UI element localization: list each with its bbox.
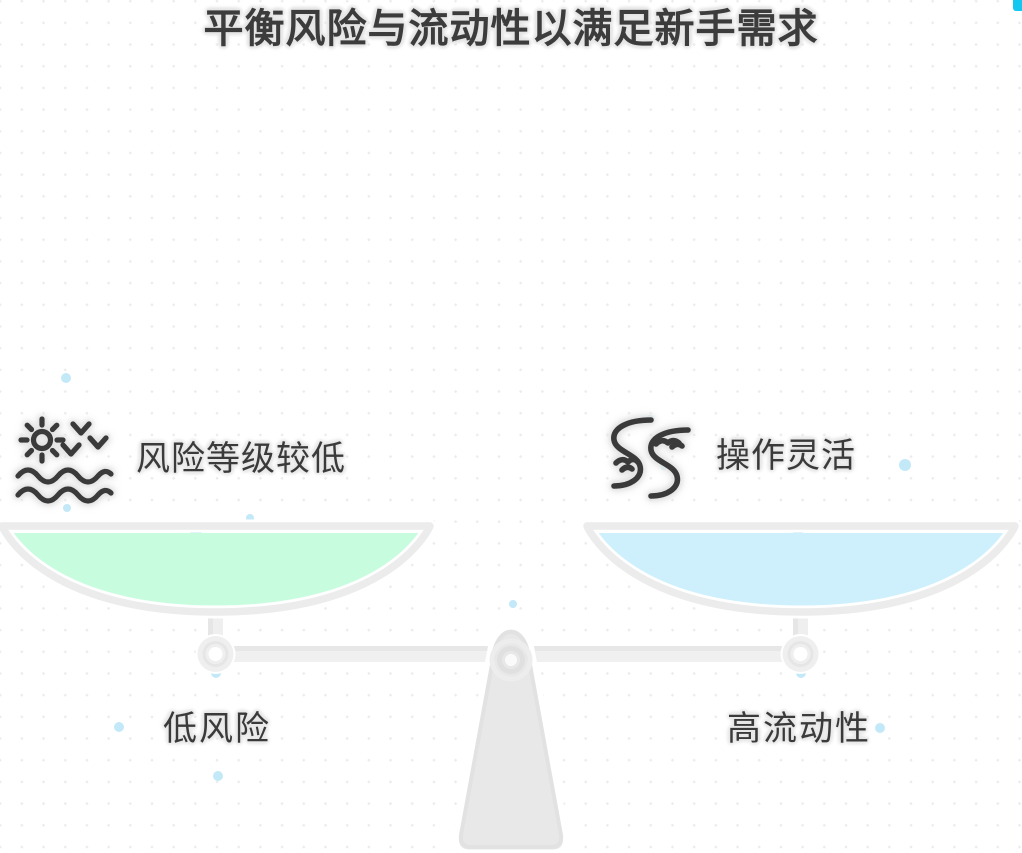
balance-scale: [0, 519, 1022, 853]
feature-item-low-risk: 风险等级较低: [14, 414, 346, 506]
accent-dot: [61, 373, 71, 383]
accent-dot: [63, 504, 71, 512]
feature-item-flexible: 操作灵活: [604, 414, 856, 500]
feature-label-low-risk: 风险等级较低: [136, 441, 346, 478]
winding-river-icon: [611, 417, 691, 499]
accent-dot: [114, 722, 124, 732]
scale-pan-right: [580, 519, 1022, 619]
accent-dot: [899, 459, 911, 471]
scale-fulcrum: [452, 622, 570, 853]
accent-dot: [875, 723, 885, 733]
scale-joint-left: [195, 634, 236, 674]
accent-dot: [509, 600, 517, 608]
sun-birds-waves-icon: [15, 416, 114, 504]
pan-caption-low-risk: 低风险: [163, 711, 271, 748]
accent-dot: [213, 771, 223, 781]
page-title: 平衡风险与流动性以满足新手需求: [203, 6, 819, 51]
accent-dot: [246, 514, 254, 522]
pan-caption-high-liquidity: 高流动性: [727, 711, 871, 748]
scale-pan-left: [0, 519, 437, 619]
feature-label-flexible: 操作灵活: [716, 438, 856, 475]
corner-accent-mark: [1013, 0, 1022, 11]
scale-joint-right: [780, 634, 821, 674]
